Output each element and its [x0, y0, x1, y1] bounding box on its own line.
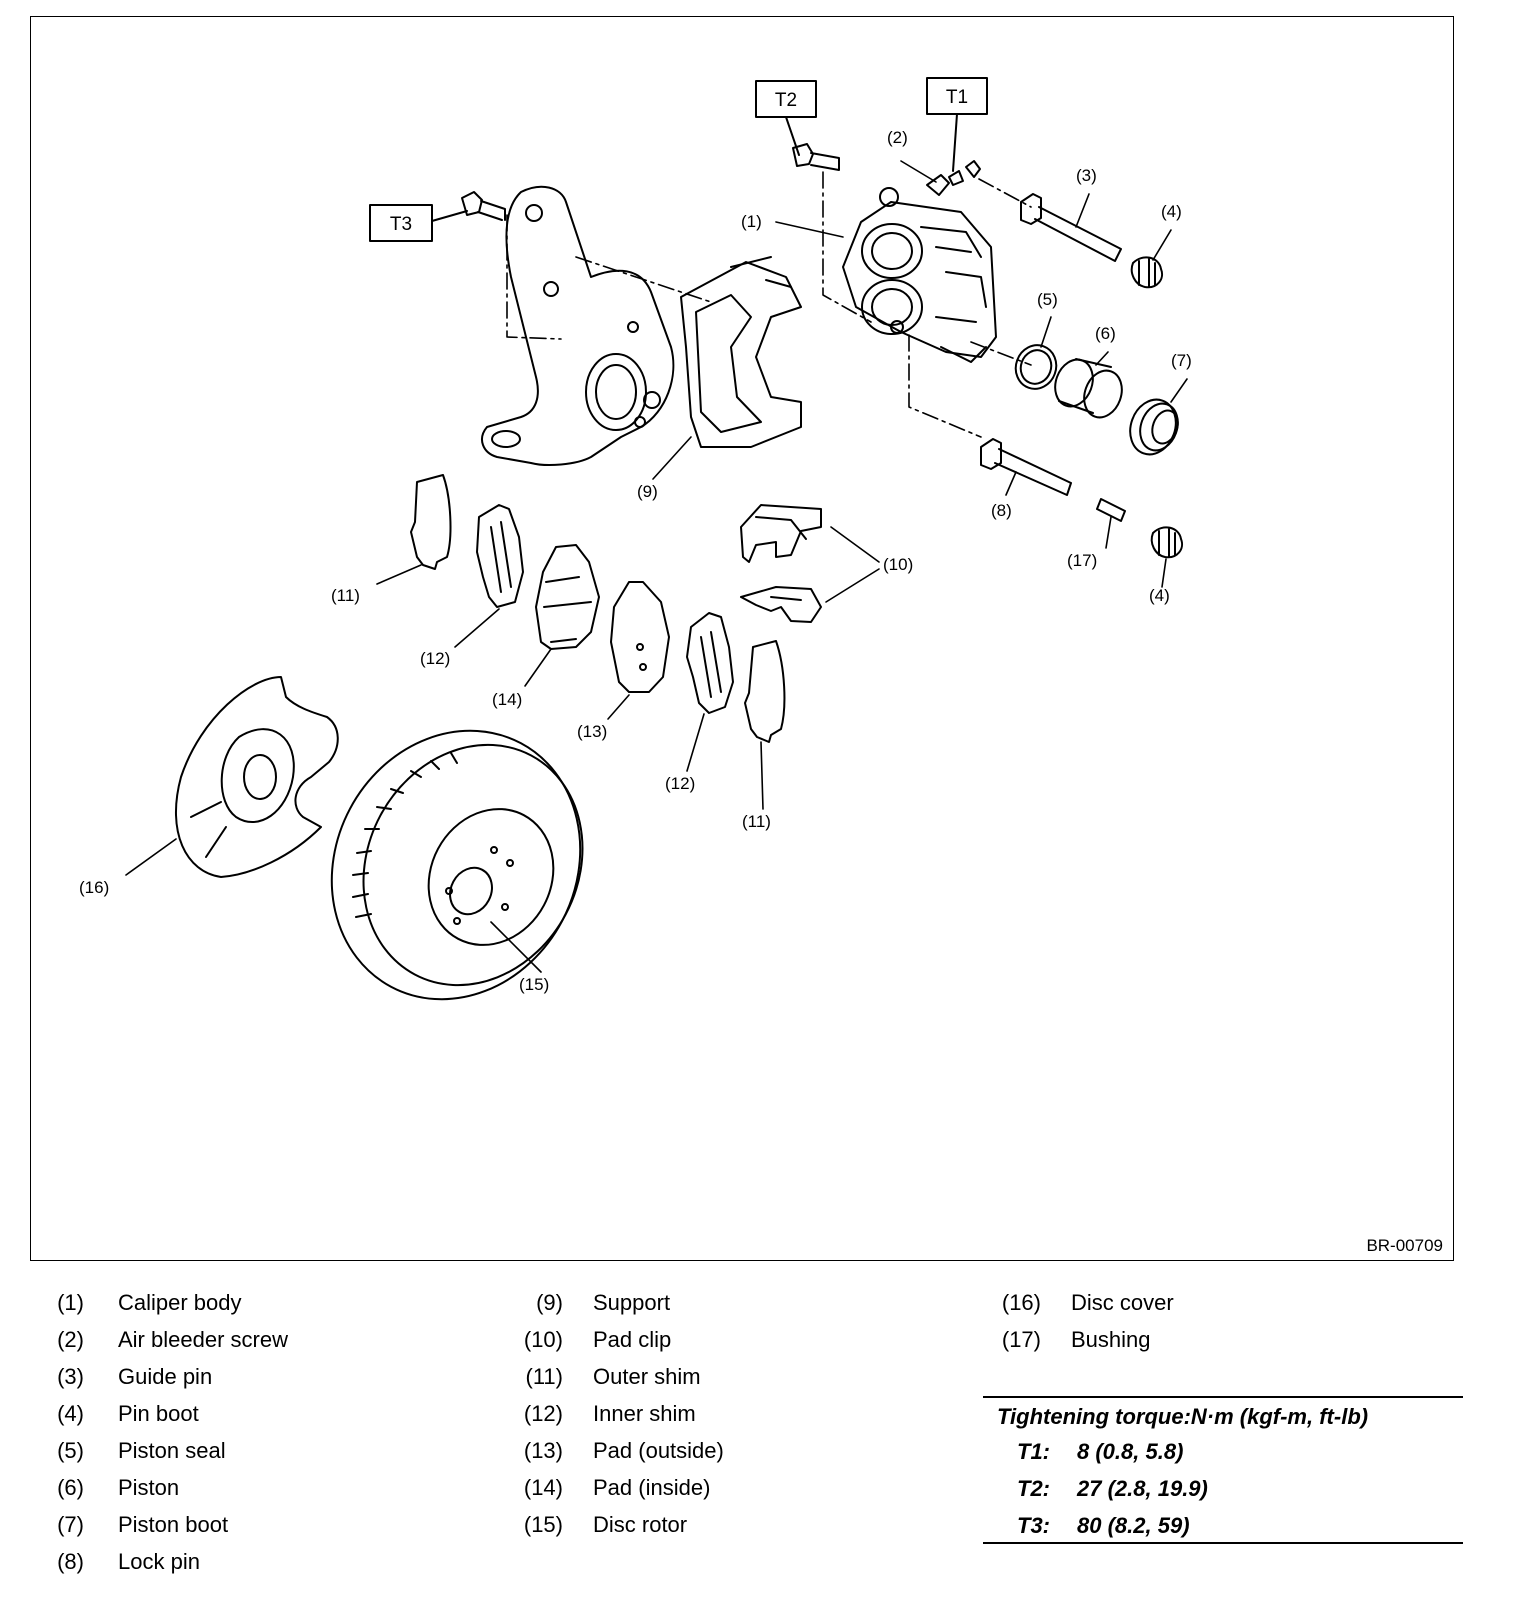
- caliper-support: [680, 256, 802, 448]
- figure-code: BR-00709: [1366, 1236, 1443, 1255]
- piston-boot: [1129, 398, 1179, 456]
- brake-exploded-diagram: T2 T1 T3: [79, 77, 1192, 1001]
- caliper-body: [842, 187, 997, 363]
- inner-shim-upper: [476, 504, 524, 608]
- callout-2: (2): [887, 128, 908, 147]
- pad-inside: [535, 544, 600, 650]
- t2-bolt: [792, 143, 840, 171]
- callout-12-lower: (12): [665, 774, 695, 793]
- tightening-torque-table: Tightening torque:N·m (kgf-m, ft-lb) T1:…: [983, 1396, 1463, 1544]
- pin-boot-bottom: [1150, 526, 1183, 559]
- outer-shim-upper: [410, 474, 452, 570]
- torque-row: T2:27 (2.8, 19.9): [1017, 1476, 1208, 1501]
- callout-11-lower: (11): [742, 812, 771, 831]
- pad-outside: [610, 581, 670, 693]
- callout-5: (5): [1037, 290, 1058, 309]
- callout-8: (8): [991, 501, 1012, 520]
- callout-leaders: [125, 160, 1188, 973]
- lock-pin: [980, 438, 1072, 496]
- exploded-diagram-frame: T2 T1 T3: [30, 16, 1454, 1261]
- callout-14: (14): [492, 690, 522, 709]
- air-bleeder-screw: [926, 160, 981, 196]
- torque-box-t1: T1: [926, 77, 988, 115]
- inner-shim-lower: [686, 612, 734, 714]
- torque-row: T3:80 (8.2, 59): [1017, 1513, 1190, 1538]
- svg-text:T3: T3: [390, 214, 412, 235]
- callout-6: (6): [1095, 324, 1116, 343]
- svg-text:T2: T2: [775, 90, 797, 111]
- t3-bolt: [461, 191, 506, 221]
- torque-row: T1:8 (0.8, 5.8): [1017, 1439, 1184, 1464]
- torque-heading: Tightening torque:N·m (kgf-m, ft-lb): [997, 1404, 1369, 1429]
- bushing: [1096, 498, 1126, 522]
- callout-11-upper: (11): [331, 586, 360, 605]
- torque-box-t2: T2: [755, 80, 817, 118]
- torque-box-t3: T3: [369, 204, 433, 242]
- callout-4-top: (4): [1161, 202, 1182, 221]
- callout-16: (16): [79, 878, 109, 897]
- piston: [1054, 358, 1123, 419]
- callout-1: (1): [741, 212, 762, 231]
- callout-12-upper: (12): [420, 649, 450, 668]
- callout-15: (15): [519, 975, 549, 994]
- callout-10: (10): [883, 555, 913, 574]
- callout-13: (13): [577, 722, 607, 741]
- callout-7: (7): [1171, 351, 1192, 370]
- callout-labels: (1) (2) (3) (4) (4) (5) (6) (7) (8) (9) …: [79, 128, 1192, 994]
- callout-3: (3): [1076, 166, 1097, 185]
- pin-boot-top: [1130, 256, 1163, 289]
- disc-rotor: [330, 729, 584, 1001]
- disc-cover: [175, 676, 339, 878]
- outer-shim-lower: [744, 640, 786, 743]
- callout-17: (17): [1067, 551, 1097, 570]
- guide-pin: [1020, 193, 1122, 262]
- svg-text:T1: T1: [946, 87, 968, 108]
- callout-4-bottom: (4): [1149, 586, 1170, 605]
- piston-seal: [1014, 344, 1058, 390]
- callout-9: (9): [637, 482, 658, 501]
- pad-clips: [740, 504, 822, 623]
- steering-knuckle: [481, 185, 675, 466]
